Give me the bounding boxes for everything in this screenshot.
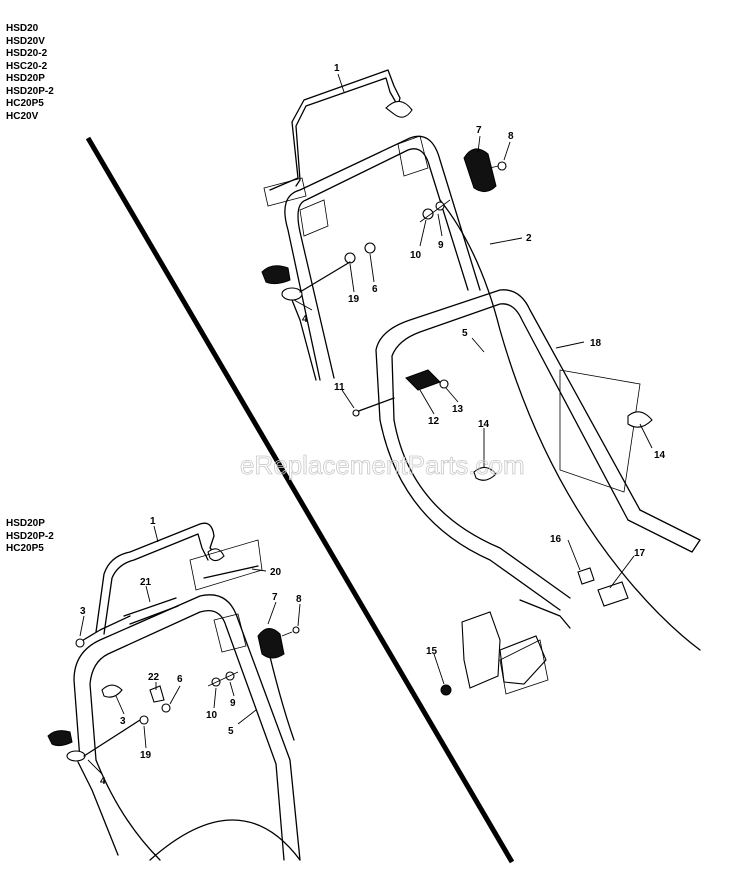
callout: 11 bbox=[334, 382, 345, 393]
callout: 19 bbox=[348, 294, 360, 305]
callout: 8 bbox=[296, 594, 302, 605]
model-label: HC20P5 bbox=[6, 543, 44, 554]
callout: 22 bbox=[148, 672, 160, 683]
divider-line bbox=[85, 136, 515, 864]
watermark: eReplacementParts.com bbox=[240, 450, 525, 480]
handle-knob bbox=[405, 369, 441, 391]
main-leaders bbox=[293, 73, 653, 685]
callout: 12 bbox=[428, 416, 440, 427]
callout: 17 bbox=[634, 548, 646, 559]
callout: 14 bbox=[478, 419, 490, 430]
callout: 14 bbox=[654, 450, 666, 461]
callout: 4 bbox=[100, 776, 106, 787]
deck-bracket bbox=[461, 611, 501, 689]
callout: 21 bbox=[140, 577, 152, 588]
callout: 1 bbox=[150, 516, 156, 527]
cable bbox=[439, 199, 701, 651]
callout: 13 bbox=[452, 404, 464, 415]
callout: 8 bbox=[508, 131, 514, 142]
model-list-main: HSD20 HSD20V HSD20-2 HSC20-2 HSD20P HSD2… bbox=[6, 23, 54, 123]
cable-bracket bbox=[463, 148, 497, 192]
callout: 6 bbox=[372, 284, 378, 295]
throttle-knob bbox=[261, 265, 291, 285]
callout: 10 bbox=[206, 710, 218, 721]
callout: 20 bbox=[270, 567, 282, 578]
callout: 3 bbox=[80, 606, 86, 617]
model-label: HSD20P-2 bbox=[6, 85, 54, 97]
callout: 5 bbox=[462, 328, 468, 339]
inset-callouts: 1 20 21 3 7 8 22 6 3 10 9 19 5 4 bbox=[80, 516, 302, 787]
callout: 9 bbox=[230, 698, 236, 709]
model-label: HSD20P bbox=[6, 73, 45, 84]
inset-leaders bbox=[79, 525, 301, 775]
model-label: HC20V bbox=[6, 110, 39, 122]
inset-assembly bbox=[47, 522, 301, 861]
upper-handle bbox=[284, 135, 481, 381]
callout: 18 bbox=[590, 338, 602, 349]
callout: 7 bbox=[476, 125, 482, 136]
callout: 16 bbox=[550, 534, 562, 545]
main-callouts: 1 7 8 2 9 10 19 6 4 5 18 11 12 13 14 14 … bbox=[302, 63, 666, 657]
callout: 19 bbox=[140, 750, 152, 761]
callout: 7 bbox=[272, 592, 278, 603]
model-label: HSD20 bbox=[6, 23, 39, 34]
callout: 1 bbox=[334, 63, 340, 74]
callout: 15 bbox=[426, 646, 438, 657]
lower-handle bbox=[375, 289, 641, 511]
callout: 6 bbox=[177, 674, 183, 685]
main-assembly bbox=[261, 69, 701, 696]
model-label: HSC20-2 bbox=[6, 60, 48, 72]
control-bar bbox=[269, 69, 401, 191]
callout: 4 bbox=[302, 314, 308, 325]
callout: 3 bbox=[120, 716, 126, 727]
model-label: HC20P5 bbox=[6, 98, 44, 109]
callout: 10 bbox=[410, 250, 422, 261]
model-label: HSD20P-2 bbox=[6, 530, 54, 542]
model-list-inset: HSD20P HSD20P-2 HC20P5 bbox=[6, 518, 54, 556]
model-label: HSD20P bbox=[6, 518, 45, 529]
model-label: HSD20-2 bbox=[6, 48, 48, 59]
callout: 9 bbox=[438, 240, 444, 251]
callout: 5 bbox=[228, 726, 234, 737]
model-label: HSD20V bbox=[6, 35, 45, 47]
callout: 2 bbox=[526, 233, 532, 244]
